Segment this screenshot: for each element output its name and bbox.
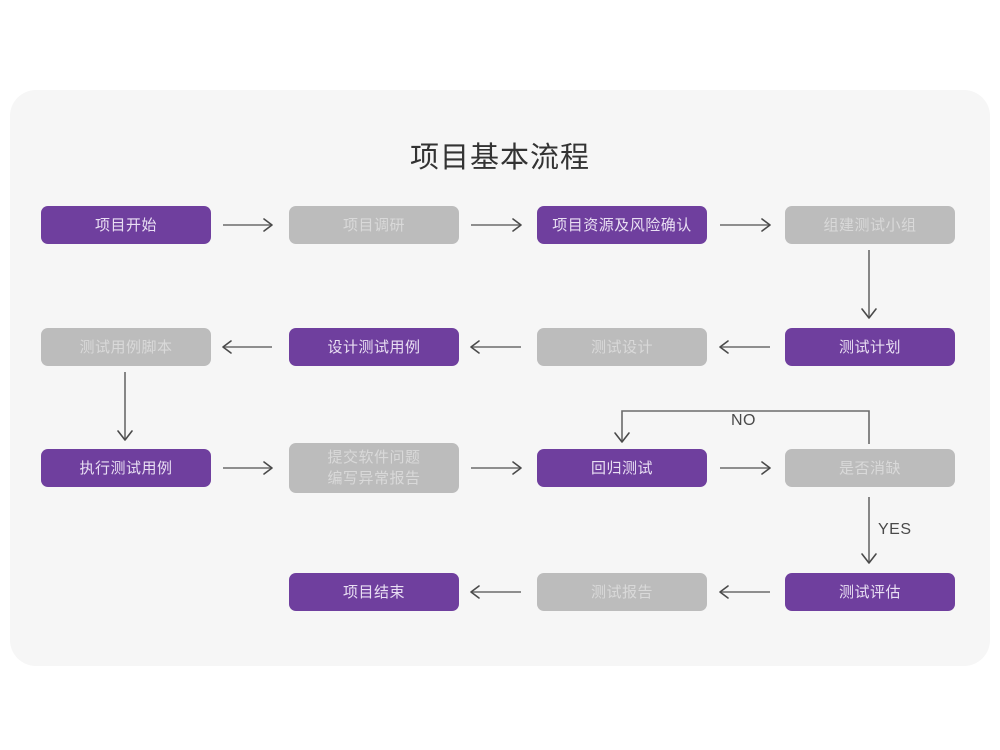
node-form-test-team[interactable]: 组建测试小组	[785, 206, 955, 244]
node-project-start[interactable]: 项目开始	[41, 206, 211, 244]
node-design-test-case[interactable]: 设计测试用例	[289, 328, 459, 366]
node-test-design[interactable]: 测试设计	[537, 328, 707, 366]
edge-n10-n11	[471, 461, 522, 475]
diagram-panel	[10, 90, 990, 666]
node-execute-test-case[interactable]: 执行测试用例	[41, 449, 211, 487]
edge-n1-n2	[223, 218, 273, 232]
node-test-report[interactable]: 测试报告	[537, 573, 707, 611]
edge-n12-n15-yes	[861, 497, 877, 564]
edge-n6-n5	[222, 340, 272, 354]
node-test-plan[interactable]: 测试计划	[785, 328, 955, 366]
edge-label-no: NO	[731, 412, 756, 429]
page-title: 项目基本流程	[409, 142, 590, 174]
edge-n15-n14	[719, 585, 770, 599]
edge-n5-n9	[117, 372, 133, 441]
edge-n14-n13	[470, 585, 521, 599]
edge-n11-n12	[720, 461, 771, 475]
edge-n3-n4	[720, 218, 771, 232]
node-defect-resolved-decision[interactable]: 是否消缺	[785, 449, 955, 487]
edge-n9-n10	[223, 461, 273, 475]
edge-n2-n3	[471, 218, 522, 232]
edge-label-yes: YES	[878, 521, 912, 538]
node-test-evaluation[interactable]: 测试评估	[785, 573, 955, 611]
edge-n4-n8	[861, 250, 877, 319]
edge-n7-n6	[470, 340, 521, 354]
node-resource-risk-confirm[interactable]: 项目资源及风险确认	[537, 206, 707, 244]
node-submit-defect-report[interactable]: 提交软件问题 编写异常报告	[289, 443, 459, 493]
edge-n8-n7	[719, 340, 770, 354]
node-project-research[interactable]: 项目调研	[289, 206, 459, 244]
node-regression-test[interactable]: 回归测试	[537, 449, 707, 487]
edge-n12-n11-no-loop	[614, 410, 870, 444]
node-test-case-script[interactable]: 测试用例脚本	[41, 328, 211, 366]
node-project-end[interactable]: 项目结束	[289, 573, 459, 611]
